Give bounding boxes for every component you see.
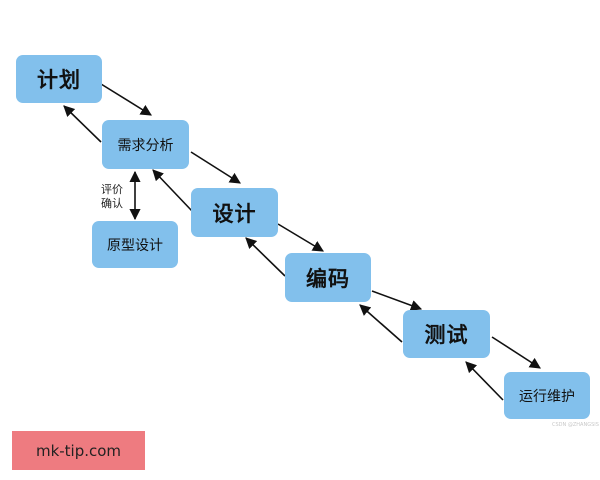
node-plan: 计划 (16, 55, 102, 103)
node-design: 设计 (191, 188, 278, 237)
arrow-requirements-to-design (190, 151, 241, 184)
arrow-coding-to-testing (371, 290, 423, 311)
arrow-design-to-requirements (152, 169, 193, 212)
arrow-requirements-to-plan (63, 105, 102, 143)
arrow-design-to-coding (277, 223, 324, 252)
arrow-maintenance-to-testing (465, 361, 504, 401)
node-testing: 测试 (403, 310, 490, 358)
arrow-coding-to-design (245, 237, 286, 277)
review-label: 评价 确认 (98, 183, 126, 211)
review-label-line1: 评价 (101, 183, 123, 196)
node-prototype: 原型设计 (92, 221, 178, 268)
arrow-plan-to-requirements (100, 83, 152, 116)
node-maintenance: 运行维护 (504, 372, 590, 419)
arrow-testing-to-maintenance (491, 336, 541, 369)
watermark: CSDN @ZHANGSIS (552, 422, 599, 428)
node-requirements: 需求分析 (102, 120, 189, 169)
review-label-line2: 确认 (101, 197, 123, 210)
node-coding: 编码 (285, 253, 371, 302)
arrow-testing-to-coding (359, 304, 403, 343)
site-footer: mk-tip.com (12, 431, 145, 470)
